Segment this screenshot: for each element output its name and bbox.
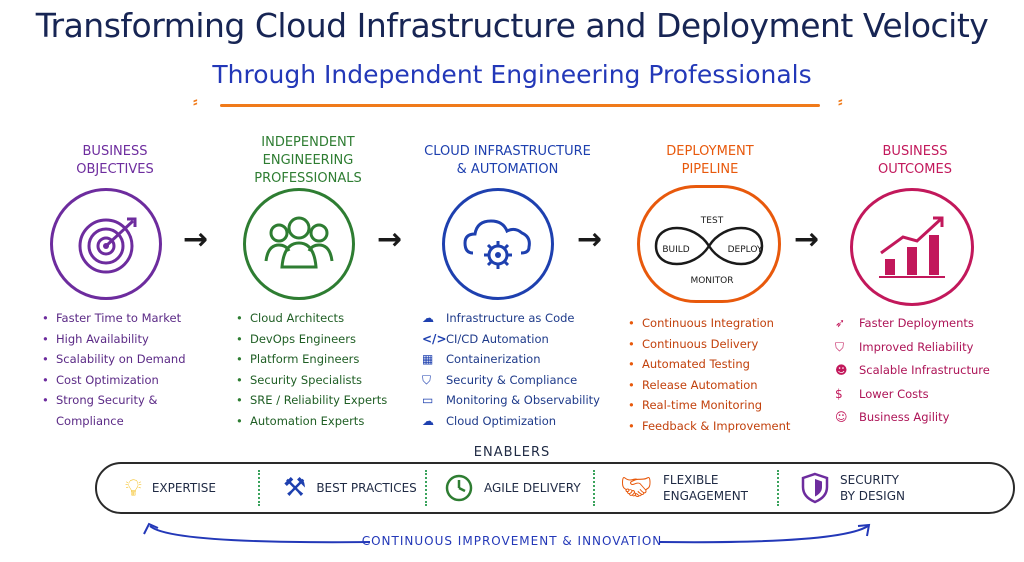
- list-item: •Platform Engineers: [236, 352, 360, 366]
- page-subtitle: Through Independent Engineering Professi…: [212, 60, 812, 89]
- list-item: •Automated Testing: [628, 357, 750, 371]
- list-item: ▭Monitoring & Observability: [422, 390, 600, 411]
- cloud-infrastructure-heading: Cloud Infrastructure & Automation: [424, 144, 591, 177]
- list-item: •Automation Experts: [236, 413, 365, 428]
- shield-icon: ⛉: [422, 372, 432, 387]
- enabler-security-by-design: SecurityBy Design: [800, 462, 905, 514]
- business-objectives-heading: Business Objectives: [76, 144, 154, 177]
- list-item: •DevOps Engineers: [236, 331, 356, 346]
- engineering-professionals-heading: Independent Engineering Professionals: [254, 135, 362, 186]
- list-item: ⛉Security & Compliance: [422, 370, 600, 391]
- enabler-divider: [258, 470, 260, 506]
- footer-label: CONTINUOUS IMPROVEMENT & INNOVATION: [361, 534, 663, 548]
- accent-marks-right: ⸗: [838, 94, 843, 110]
- enablers-title: ENABLERS: [473, 445, 551, 460]
- list-item: •Release Automation: [628, 377, 758, 392]
- engineering-professionals-circle: [243, 188, 355, 300]
- title-underline: [220, 104, 820, 107]
- flow-arrow-3: →: [577, 222, 603, 257]
- clock-icon: [445, 474, 473, 502]
- list-item: •SRE / Reliability Experts: [236, 393, 388, 407]
- team-icon: [264, 216, 334, 269]
- list-item: ☁Infrastructure as Code: [422, 308, 600, 329]
- business-outcomes-heading: Business Outcomes: [878, 144, 952, 177]
- tools-icon: ⚒: [283, 473, 307, 503]
- code-icon: </>: [422, 331, 447, 346]
- cloud-gear-icon: [463, 219, 531, 269]
- handshake-icon: 🤝︎: [620, 473, 654, 503]
- list-item: •Cloud Architects: [236, 311, 345, 325]
- list-item: •Faster Time to Market: [42, 311, 182, 325]
- infinity-loop-icon: [654, 226, 764, 266]
- list-item: •Scalability on Demand: [42, 352, 186, 366]
- list-item: •Continuous Integration: [628, 316, 774, 330]
- engineering-professionals-list: •Cloud Architects •DevOps Engineers •Pla…: [236, 308, 387, 431]
- business-objectives-circle: [50, 188, 162, 300]
- lightbulb-icon: 💡︎: [125, 474, 142, 502]
- list-item: •Feedback & Improvement: [628, 418, 791, 433]
- list-item: ☻Scalable Infrastructure: [835, 359, 990, 383]
- list-item: •Security Specialists: [236, 372, 363, 387]
- cloud-infrastructure-list: ☁Infrastructure as Code </>CI/CD Automat…: [422, 308, 600, 431]
- enabler-flexible-engagement: 🤝︎ FlexibleEngagement: [620, 473, 748, 503]
- security-shield-icon: [801, 472, 829, 504]
- list-item: ▦Containerization: [422, 349, 600, 370]
- loop-label-monitor: MONITOR: [690, 276, 734, 286]
- enabler-divider: [593, 470, 595, 506]
- cloud-infrastructure-circle: [442, 188, 554, 300]
- list-item: ☺Business Agility: [835, 406, 990, 430]
- growth-chart-icon: [879, 216, 945, 278]
- flow-arrow-4: →: [794, 222, 820, 257]
- dollar-icon: $: [835, 386, 843, 401]
- deployment-pipeline-heading: Deployment Pipeline: [666, 144, 754, 177]
- loop-label-build: BUILD: [662, 245, 690, 255]
- list-item: ➶Faster Deployments: [835, 312, 990, 336]
- rocket-icon: ➶: [835, 316, 846, 330]
- enabler-agile-delivery: Agile Delivery: [444, 462, 581, 514]
- improvement-arc: [143, 522, 871, 544]
- enabler-expertise: 💡︎ Expertise: [125, 474, 216, 502]
- accent-marks-left: ⸗: [193, 94, 198, 110]
- list-item: •Continuous Delivery: [628, 336, 759, 351]
- smile-icon: ☺: [835, 410, 848, 424]
- page-title: Transforming Cloud Infrastructure and De…: [35, 6, 989, 45]
- list-item: $Lower Costs: [835, 383, 990, 407]
- loop-label-test: TEST: [700, 216, 724, 226]
- list-item: ⛉Improved Reliability: [835, 336, 990, 360]
- list-item: Compliance: [56, 413, 124, 428]
- list-item: ☁Cloud Optimization: [422, 411, 600, 432]
- list-item: •Cost Optimization: [42, 372, 159, 387]
- business-outcomes-list: ➶Faster Deployments ⛉Improved Reliabilit…: [835, 312, 990, 430]
- target-icon: [78, 217, 137, 274]
- check-shield-icon: ⛉: [835, 339, 845, 354]
- list-item: •Strong Security &: [42, 393, 158, 407]
- business-outcomes-circle: [850, 188, 974, 306]
- deployment-pipeline-list: •Continuous Integration •Continuous Deli…: [628, 313, 790, 436]
- enabler-best-practices: ⚒ Best Practices: [283, 473, 417, 503]
- enabler-divider: [425, 470, 427, 506]
- cloud-icon: ☁: [422, 413, 434, 428]
- flow-arrow-2: →: [377, 222, 403, 257]
- flow-arrow-1: →: [183, 222, 209, 257]
- monitor-icon: ▭: [422, 393, 434, 407]
- loop-label-deploy: DEPLOY: [727, 245, 763, 255]
- people-icon: ☻: [835, 363, 848, 377]
- cloud-icon: ☁: [422, 311, 434, 325]
- enablers-bar: [95, 462, 1015, 514]
- enabler-divider: [777, 470, 779, 506]
- list-item: •Real-time Monitoring: [628, 398, 763, 412]
- business-objectives-list: •Faster Time to Market •High Availabilit…: [42, 308, 186, 431]
- list-item: •High Availability: [42, 331, 149, 346]
- container-icon: ▦: [422, 352, 434, 366]
- list-item: </>CI/CD Automation: [422, 329, 600, 350]
- deployment-pipeline-circle: TEST BUILD DEPLOY MONITOR: [637, 185, 781, 303]
